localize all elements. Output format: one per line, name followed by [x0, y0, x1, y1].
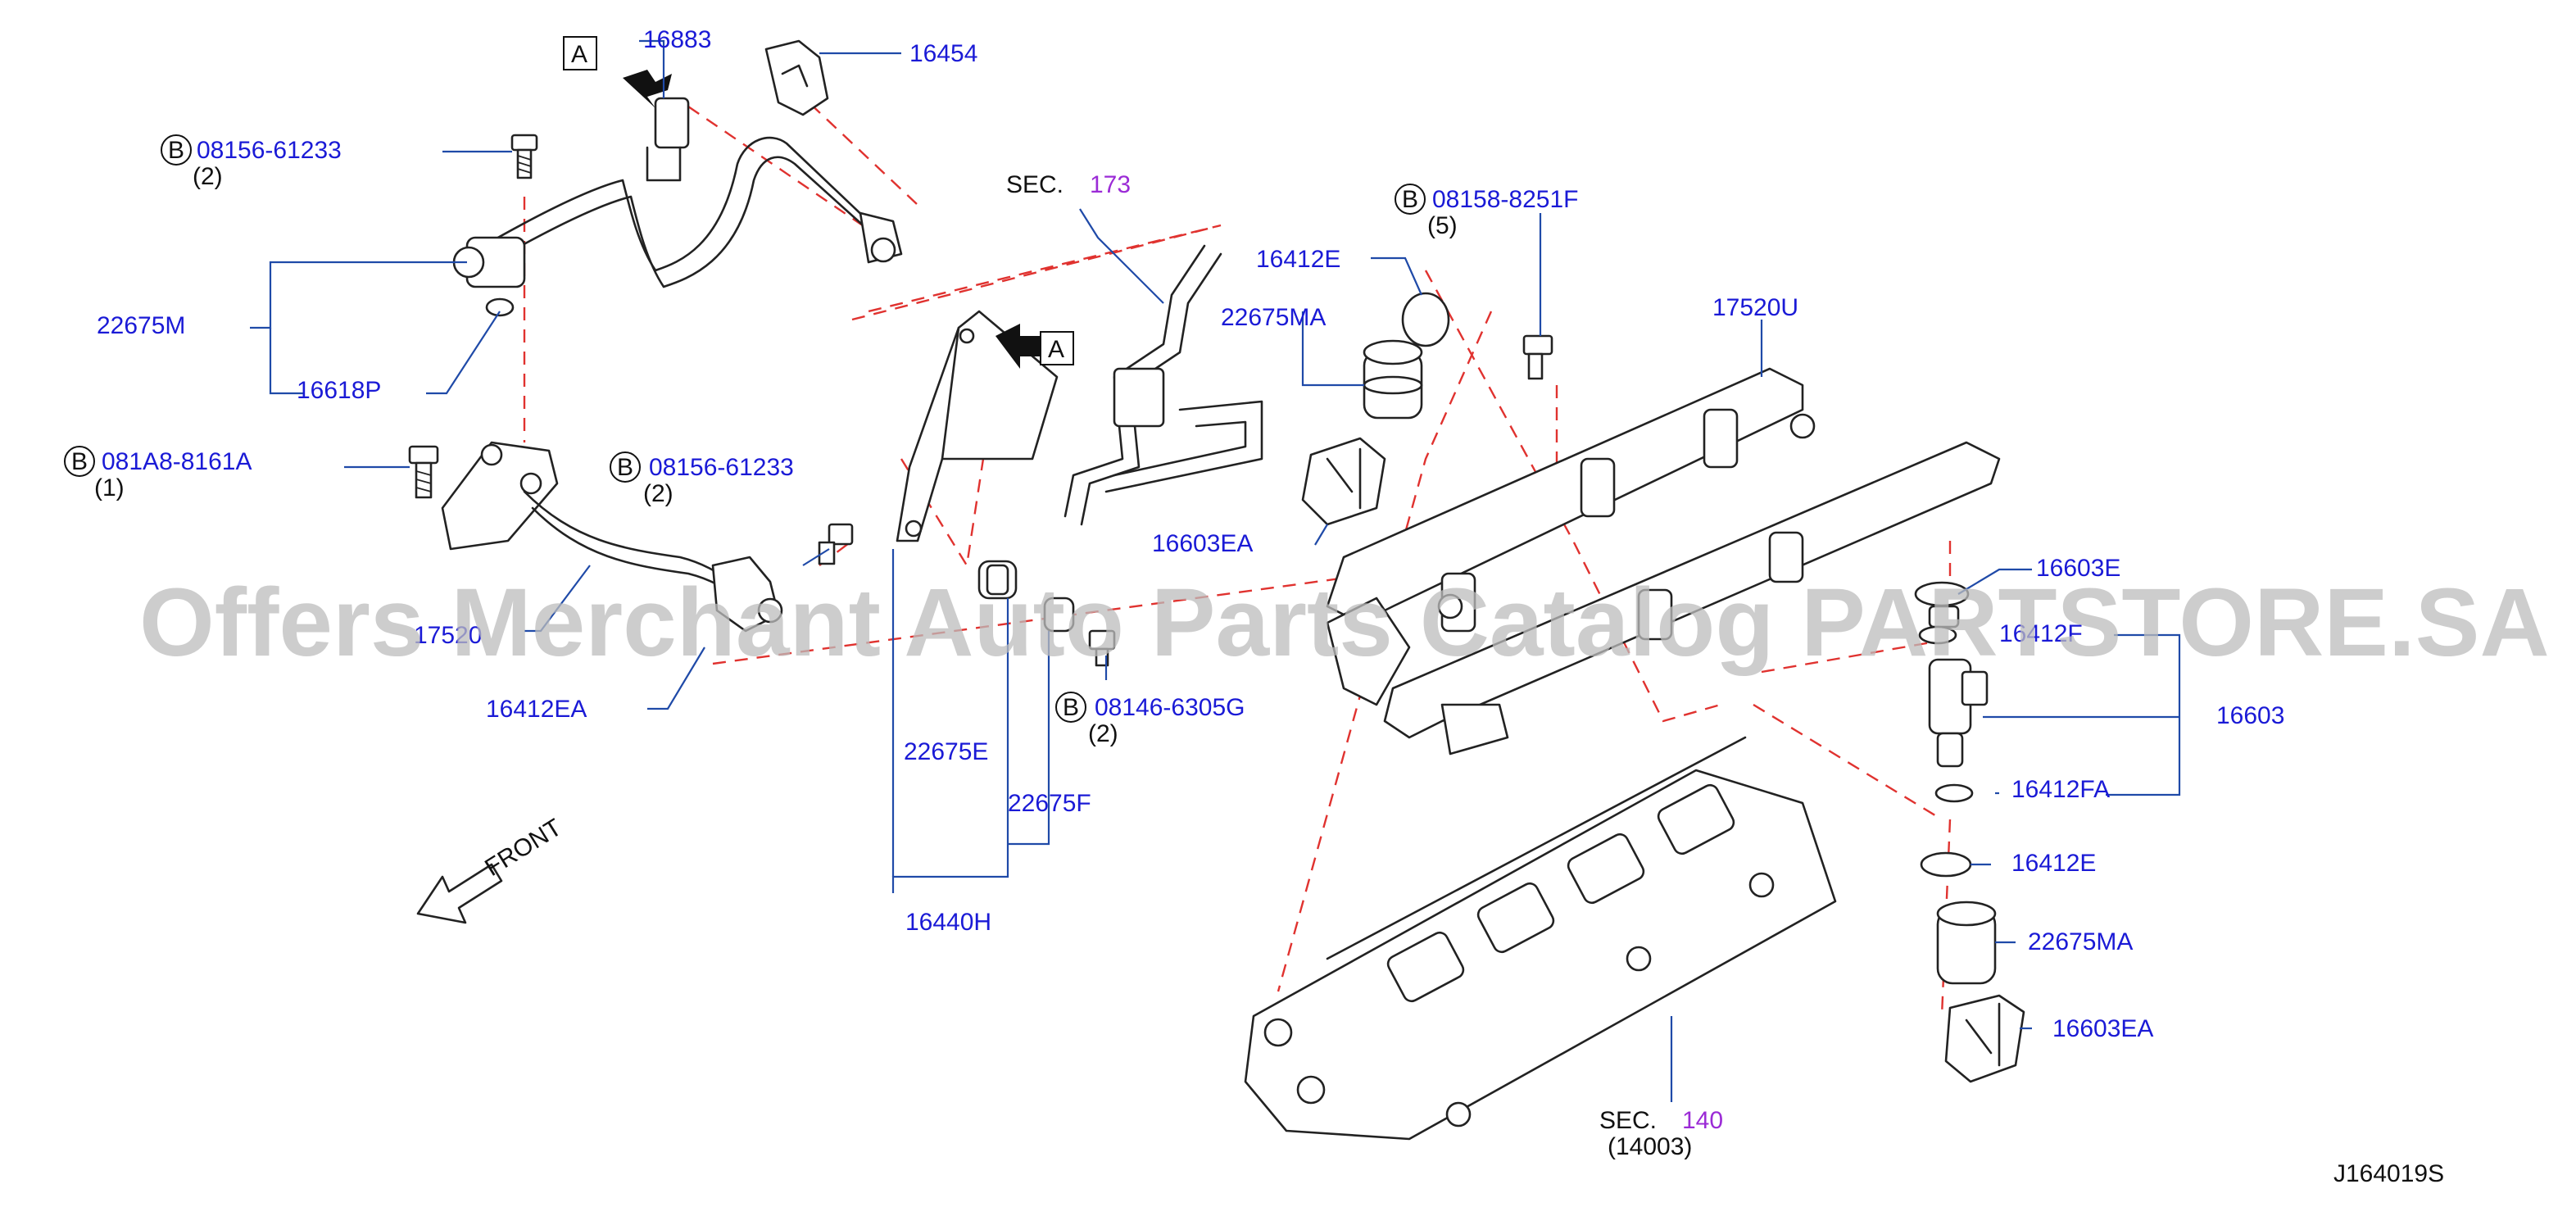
view-a-label-top: A [571, 41, 587, 68]
label-sec173-prefix: SEC. [1006, 171, 1064, 198]
insulator-16603EA-top [1301, 437, 1386, 526]
view-a-box-top [563, 36, 597, 70]
label-b4-code: 08158-8251F [1432, 186, 1578, 213]
label-b2-qty: (1) [94, 474, 125, 501]
label-16412E-top: 16412E [1256, 246, 1340, 273]
bolt-marker-b4-letter: B [1402, 186, 1418, 213]
damper-22675MA-top [1363, 339, 1423, 420]
label-16883: 16883 [643, 26, 711, 53]
label-b4-qty: (5) [1427, 212, 1458, 239]
damper-22675MA-bottom [1936, 901, 1997, 985]
label-b2-code: 081A8-8161A [102, 448, 252, 475]
label-22675E: 22675E [904, 738, 988, 765]
label-b3-qty: (2) [643, 480, 673, 507]
label-b3-code: 08156-61233 [649, 454, 794, 481]
insulator-16603EA-bottom [1944, 994, 2025, 1083]
bolt-marker-b2 [64, 446, 95, 477]
label-16454: 16454 [909, 40, 977, 67]
label-b5-qty: (2) [1088, 720, 1118, 747]
bolt-b5 [1088, 629, 1116, 667]
label-16603EA-bottom: 16603EA [2052, 1015, 2153, 1042]
label-17520: 17520 [414, 622, 482, 649]
bolt-b1 [510, 134, 538, 179]
label-sec140-sub: (14003) [1608, 1133, 1692, 1160]
injector-16603 [1914, 581, 1989, 768]
bolt-b3 [818, 523, 854, 565]
leader-lines [250, 39, 2181, 1102]
label-16603: 16603 [2216, 702, 2284, 729]
labels: A A 16883 16454 B 08156-61233 (2) 22675M… [64, 26, 2444, 1187]
view-a-arrow-mid [995, 324, 1041, 369]
fuel-pipe-sec173 [1064, 244, 1263, 526]
damper-22675E [977, 560, 1018, 600]
bolt-marker-b4 [1395, 184, 1426, 215]
fuel-tube-lower [441, 441, 783, 633]
fuel-rail-17520U [1326, 367, 2001, 755]
bolt-marker-b5-letter: B [1063, 694, 1079, 721]
bolt-marker-b2-letter: B [71, 448, 88, 475]
intake-manifold-sec140 [1244, 736, 1837, 1141]
bolt-b4 [1522, 334, 1553, 380]
label-sec140: 140 [1682, 1107, 1723, 1134]
bolt-marker-b1 [161, 134, 192, 166]
front-arrow-icon [416, 863, 503, 924]
label-16412EA: 16412EA [486, 696, 587, 723]
clip-16883 [646, 97, 690, 182]
view-a-label-mid: A [1048, 336, 1064, 363]
bolt-marker-b1-letter: B [168, 137, 184, 164]
o-ring-16618P [485, 297, 515, 317]
clip-16454 [764, 39, 829, 116]
label-16618P: 16618P [297, 377, 381, 404]
label-22675MA-bottom: 22675MA [2028, 928, 2133, 955]
label-16412E-bottom: 16412E [2011, 850, 2096, 877]
fuel-hose-upper [452, 136, 903, 288]
o-ring-16412E-top [1401, 292, 1450, 347]
label-22675F: 22675F [1008, 790, 1091, 817]
label-b1-qty: (2) [193, 163, 223, 190]
bolt-marker-b5 [1055, 692, 1086, 723]
view-a-arrow-top [623, 70, 672, 108]
o-ring-16412E-bottom [1920, 851, 1972, 878]
collar-22675F [1043, 597, 1075, 633]
label-sec140-prefix: SEC. [1599, 1107, 1657, 1134]
view-a-box-mid [1040, 331, 1074, 365]
label-17520U: 17520U [1712, 294, 1798, 321]
label-22675M: 22675M [97, 312, 185, 339]
watermark: Offers Merchant Auto Parts Catalog PARTS… [139, 569, 2550, 677]
o-ring-16412FA [1934, 783, 1974, 803]
label-16440H: 16440H [905, 909, 991, 936]
bolt-b2 [408, 445, 439, 499]
label-16603EA-top: 16603EA [1152, 530, 1253, 557]
label-sec173: 173 [1090, 171, 1131, 198]
label-16412FA: 16412FA [2011, 776, 2110, 803]
label-16412F: 16412F [1999, 620, 2083, 647]
front-label: FRONT [480, 814, 566, 882]
label-b5-code: 08146-6305G [1095, 694, 1245, 721]
bolt-marker-b3-letter: B [617, 454, 633, 481]
label-b1-code: 08156-61233 [197, 137, 342, 164]
diagram-code: J164019S [2333, 1160, 2444, 1187]
bolt-marker-b3 [610, 451, 641, 483]
label-16603E: 16603E [2036, 555, 2120, 582]
label-22675MA-top: 22675MA [1221, 304, 1326, 331]
